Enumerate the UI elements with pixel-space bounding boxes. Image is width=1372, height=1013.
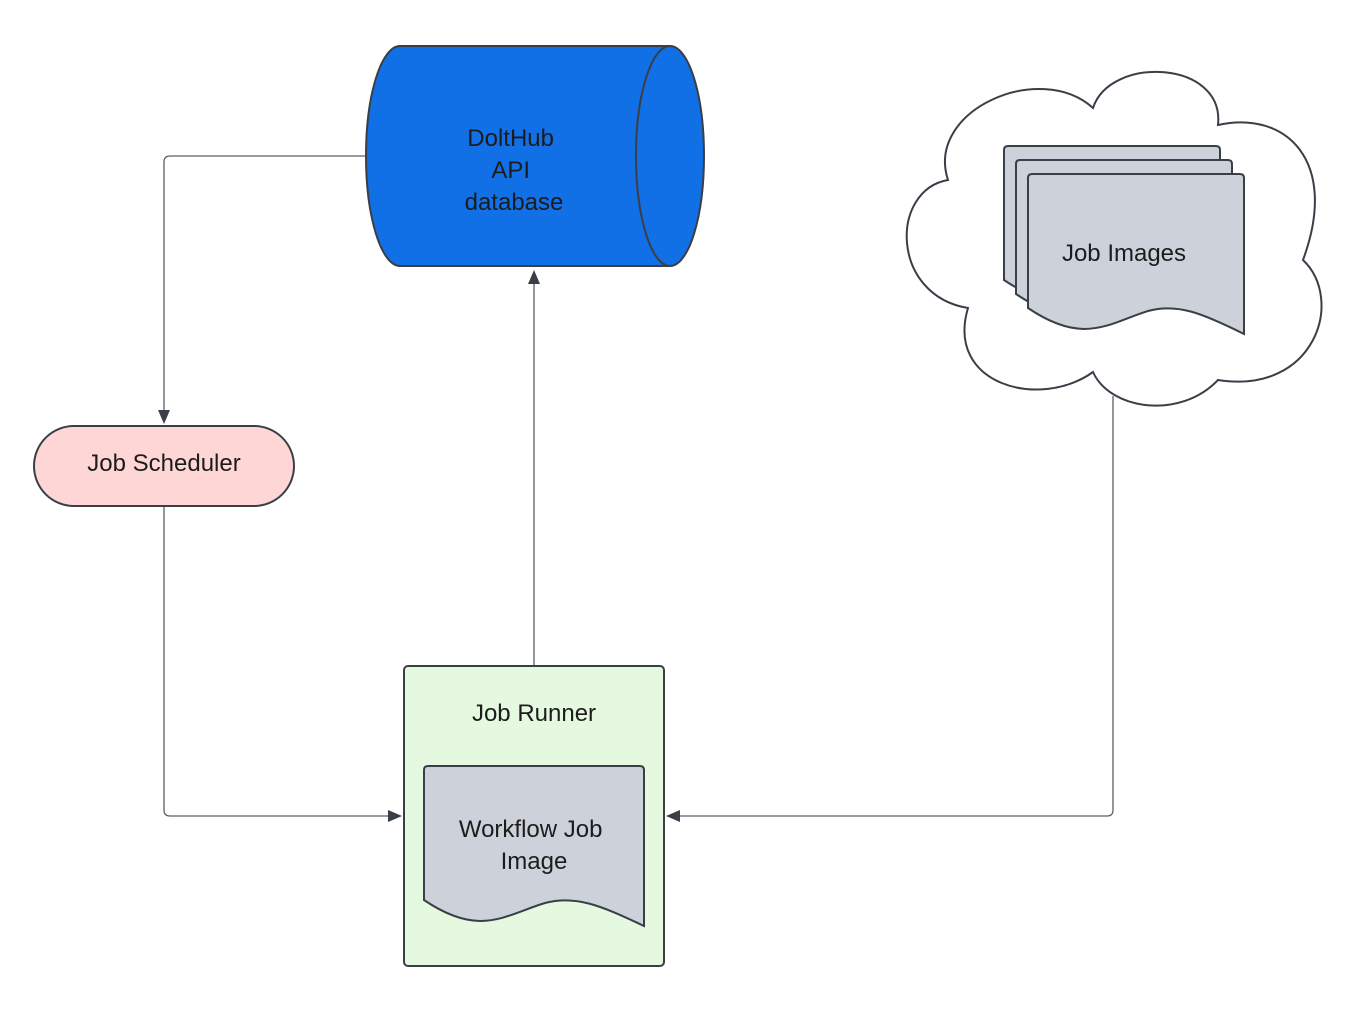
database-label-line-2: API bbox=[491, 157, 530, 184]
database-cylinder-body bbox=[365, 45, 705, 267]
database-node[interactable]: DoltHub API database bbox=[365, 45, 705, 267]
arrowhead-into-scheduler bbox=[158, 410, 170, 424]
scheduler-node[interactable]: Job Scheduler bbox=[33, 425, 295, 507]
arrowhead-into-runner-left bbox=[388, 810, 402, 822]
workflow-image-label-line-2: Image bbox=[501, 848, 568, 875]
runner-node[interactable]: Job Runner Workflow Job Image bbox=[403, 665, 665, 967]
database-label-line-3: database bbox=[465, 189, 564, 216]
workflow-image-node[interactable]: Workflow Job Image bbox=[423, 765, 645, 928]
database-label: DoltHub API database bbox=[465, 125, 564, 216]
arrowhead-into-database bbox=[528, 270, 540, 284]
database-label-line-1: DoltHub bbox=[467, 125, 554, 152]
edge-cloud-to-runner[interactable] bbox=[678, 396, 1114, 817]
workflow-image-document bbox=[423, 765, 645, 928]
database-cylinder-end-rim bbox=[635, 45, 671, 267]
job-images-document-front bbox=[1027, 173, 1245, 336]
workflow-image-label-line-1: Workflow Job bbox=[459, 816, 603, 843]
scheduler-pill bbox=[33, 425, 295, 507]
job-images-node[interactable]: Job Images bbox=[1003, 145, 1245, 336]
edge-scheduler-to-runner[interactable] bbox=[163, 506, 390, 817]
connectors bbox=[158, 155, 1114, 822]
job-images-label: Job Images bbox=[1062, 240, 1186, 267]
scheduler-label: Job Scheduler bbox=[87, 450, 240, 477]
arrowhead-into-runner-right bbox=[666, 810, 680, 822]
edge-database-to-scheduler[interactable] bbox=[163, 155, 365, 412]
workflow-image-label: Workflow Job Image bbox=[459, 816, 609, 875]
cloud-node[interactable]: Job Images bbox=[905, 70, 1323, 407]
runner-label: Job Runner bbox=[472, 700, 596, 727]
